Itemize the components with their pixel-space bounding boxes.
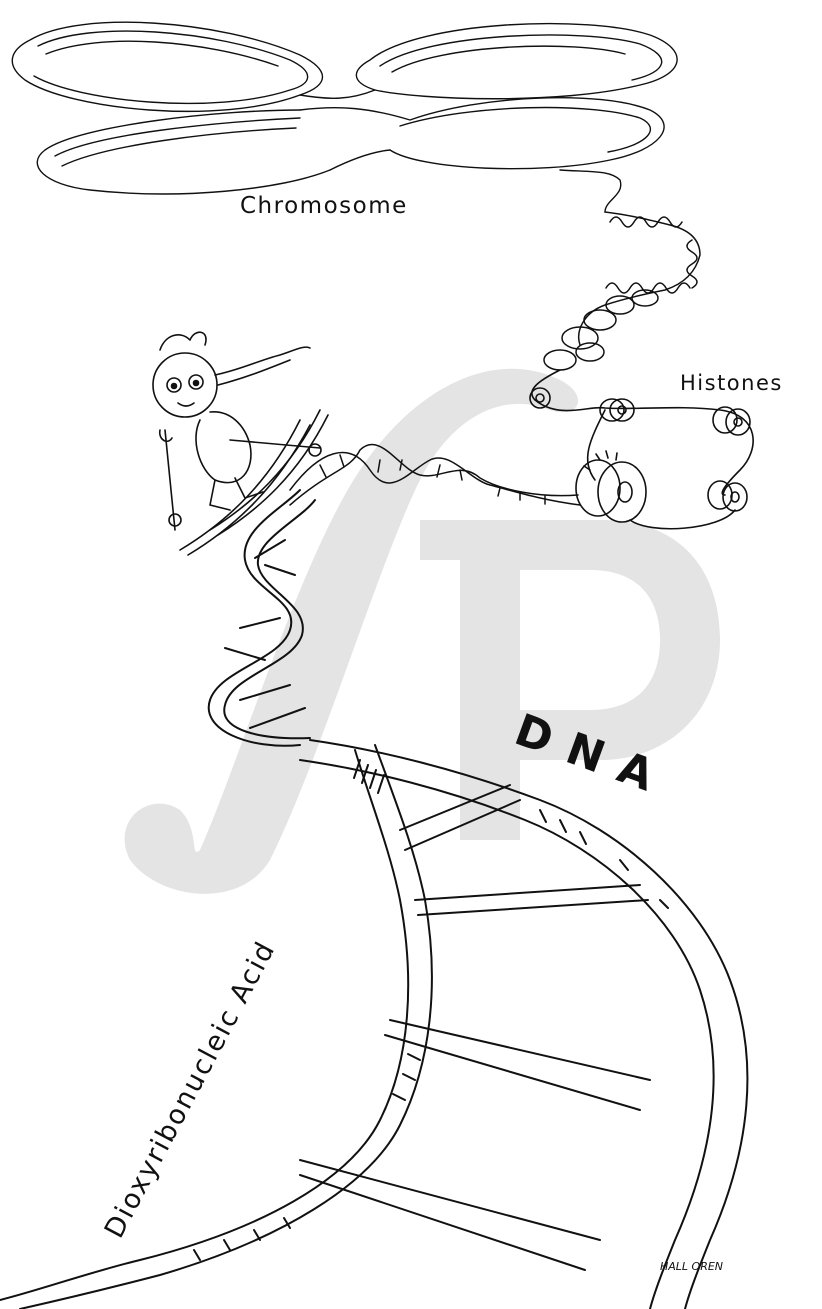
chromosome-label: Chromosome xyxy=(240,193,408,219)
chromatin-coil xyxy=(544,212,700,370)
histones-label: Histones xyxy=(680,371,783,395)
chromosome-drawing xyxy=(12,22,677,212)
dna-full-name-label: Dioxyribonucleic Acid xyxy=(99,936,282,1244)
artist-signature: HALL OREN xyxy=(660,1260,723,1273)
dna-helix xyxy=(0,490,747,1309)
skier-character xyxy=(153,332,328,555)
watermark-logo xyxy=(125,369,720,894)
